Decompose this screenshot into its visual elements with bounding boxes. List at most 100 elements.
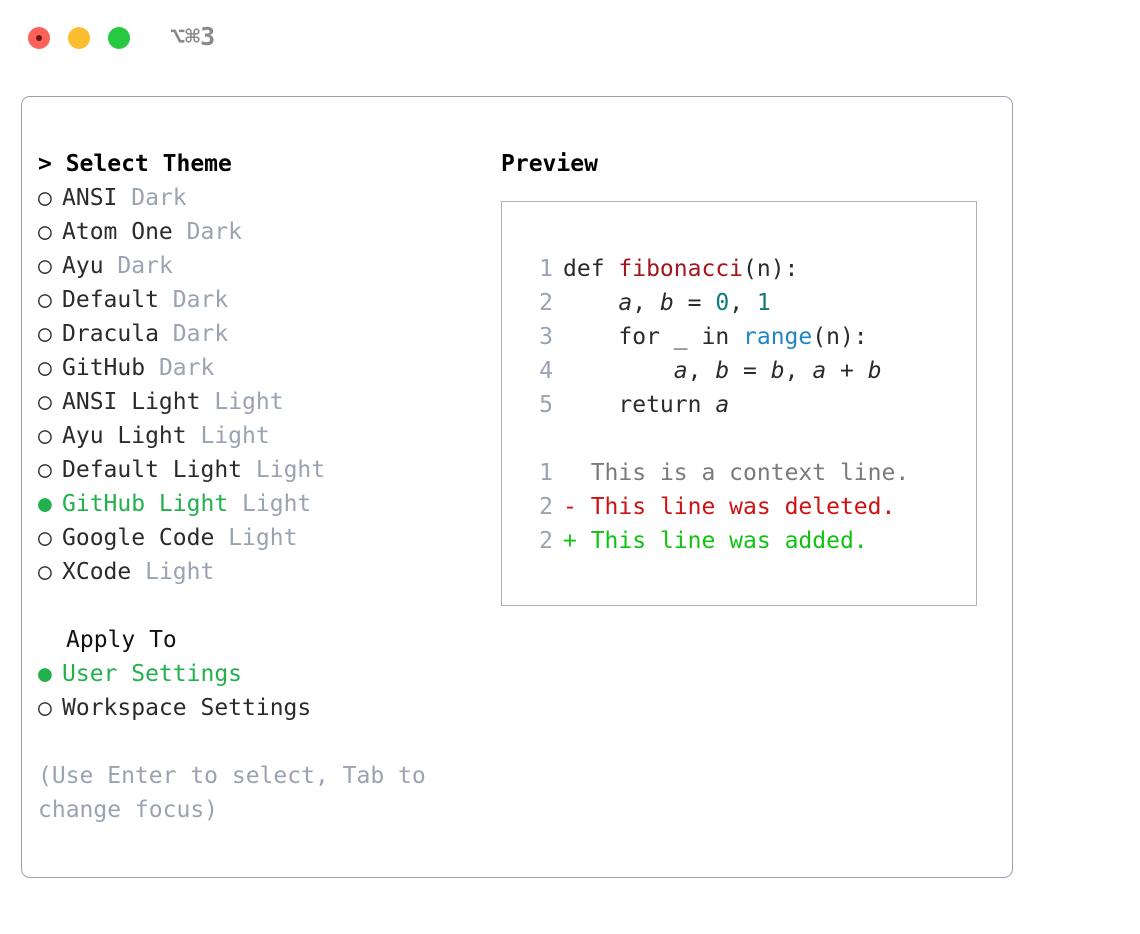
spacer	[38, 589, 478, 623]
diff-line-deleted: 2- This line was deleted.	[519, 490, 969, 524]
radio-unselected-icon: ○	[38, 457, 52, 483]
theme-option-name: Default	[62, 287, 159, 313]
keyboard-shortcut-label: ⌥⌘3	[170, 22, 216, 51]
code-token: for _ in	[563, 324, 744, 350]
theme-option-name: Google Code	[62, 525, 215, 551]
theme-option-name: Atom One	[62, 219, 173, 245]
line-number: 1	[539, 460, 553, 486]
theme-option-github-light[interactable]: ● GitHub Light Light	[38, 487, 478, 521]
code-token: =	[673, 290, 716, 316]
spacer	[228, 487, 242, 521]
code-token: b	[715, 358, 730, 384]
theme-option-github[interactable]: ○ GitHub Dark	[38, 351, 478, 385]
radio-selected-icon: ●	[38, 491, 52, 517]
radio-unselected-icon: ○	[38, 695, 52, 721]
code-token: ,	[729, 290, 757, 316]
code-token: ,	[784, 358, 813, 384]
blank-line	[519, 422, 969, 456]
theme-option-ayu[interactable]: ○ Ayu Dark	[38, 249, 478, 283]
code-line-text: for _ in range(n):	[563, 320, 868, 354]
theme-option-name: Ayu	[62, 253, 104, 279]
theme-option-ansi-light[interactable]: ○ANSI Light Light	[38, 385, 478, 419]
code-token: range	[743, 324, 813, 350]
theme-variant-badge: Light	[242, 491, 312, 517]
spacer	[159, 283, 173, 317]
theme-option-xcode[interactable]: ○XCode Light	[38, 555, 478, 589]
theme-option-default-light[interactable]: ○Default Light Light	[38, 453, 478, 487]
theme-option-name: ANSI	[62, 185, 118, 211]
minimize-button[interactable]	[68, 27, 90, 49]
theme-variant-badge: Light	[255, 457, 326, 483]
line-number: 5	[539, 392, 553, 418]
code-line-text: def fibonacci(n):	[563, 252, 798, 286]
spacer	[187, 419, 201, 453]
spacer	[104, 249, 118, 283]
code-line: 5 return a	[519, 388, 969, 422]
theme-variant-badge: Dark	[117, 253, 173, 279]
theme-option-ayu-light[interactable]: ○Ayu Light Light	[38, 419, 478, 453]
theme-option-atom-one[interactable]: ○Atom One Dark	[38, 215, 478, 249]
theme-option-google-code[interactable]: ○ Google Code Light	[38, 521, 478, 555]
spacer	[173, 215, 187, 249]
diff-line-text: This line was deleted.	[576, 494, 896, 520]
code-token: +	[826, 358, 868, 384]
radio-unselected-icon: ○	[38, 321, 52, 347]
theme-variant-badge: Light	[228, 525, 298, 551]
theme-selector-column: > Select Theme ○ANSI Dark○Atom One Dark○…	[38, 147, 478, 827]
theme-option-name: GitHub	[62, 355, 146, 381]
radio-unselected-icon: ○	[38, 219, 52, 245]
spacer	[131, 555, 145, 589]
code-token: a	[618, 290, 633, 316]
apply-to-option-name: Workspace Settings	[62, 695, 312, 721]
close-button[interactable]	[28, 27, 50, 49]
code-token: ,	[687, 358, 716, 384]
apply-to-label: Apply To	[66, 627, 177, 653]
theme-option-name: GitHub Light	[62, 491, 229, 517]
theme-list[interactable]: ○ANSI Dark○Atom One Dark○Ayu Dark○Defaul…	[38, 181, 478, 589]
theme-option-name: Ayu Light	[62, 423, 187, 449]
radio-unselected-icon: ○	[38, 423, 52, 449]
radio-unselected-icon: ○	[38, 355, 52, 381]
code-token: (n):	[812, 324, 868, 350]
theme-variant-badge: Dark	[172, 287, 229, 313]
apply-to-option-workspace-settings[interactable]: ○ Workspace Settings	[38, 691, 478, 725]
theme-option-name: XCode	[62, 559, 132, 585]
code-line-text: a, b = b, a + b	[563, 354, 882, 388]
apply-to-option-user-settings[interactable]: ●User Settings	[38, 657, 478, 691]
theme-variant-badge: Light	[214, 389, 284, 415]
zoom-button[interactable]	[108, 27, 130, 49]
radio-unselected-icon: ○	[38, 253, 52, 279]
code-token: =	[729, 358, 771, 384]
radio-unselected-icon: ○	[38, 389, 52, 415]
code-token: 0	[715, 290, 730, 316]
line-number: 2	[539, 528, 553, 554]
code-token	[563, 358, 674, 384]
radio-unselected-icon: ○	[38, 559, 52, 585]
title-bar: ⌥⌘3	[0, 0, 1140, 76]
code-token: return	[563, 392, 716, 418]
theme-option-dracula[interactable]: ○Dracula Dark	[38, 317, 478, 351]
code-token: b	[659, 290, 674, 316]
select-theme-header: > Select Theme	[38, 151, 232, 177]
spacer	[200, 385, 214, 419]
diff-marker: +	[563, 528, 577, 554]
radio-unselected-icon: ○	[38, 525, 52, 551]
keyboard-hint-text: (Use Enter to select, Tab to change focu…	[38, 763, 440, 823]
apply-to-list[interactable]: ●User Settings ○ Workspace Settings	[38, 657, 478, 725]
theme-variant-badge: Dark	[158, 355, 215, 381]
code-line-text: return a	[563, 388, 729, 422]
theme-option-ansi[interactable]: ○ANSI Dark	[38, 181, 478, 215]
code-token: ,	[632, 290, 660, 316]
diff-line-added: 2+ This line was added.	[519, 524, 969, 558]
diff-line-text: This is a context line.	[576, 460, 910, 486]
theme-option-default[interactable]: ○Default Dark	[38, 283, 478, 317]
code-token: a	[673, 358, 688, 384]
code-token: 1	[756, 290, 771, 316]
main-panel: > Select Theme ○ANSI Dark○Atom One Dark○…	[21, 96, 1013, 878]
code-token	[563, 290, 618, 316]
preview-header: Preview	[501, 151, 598, 177]
